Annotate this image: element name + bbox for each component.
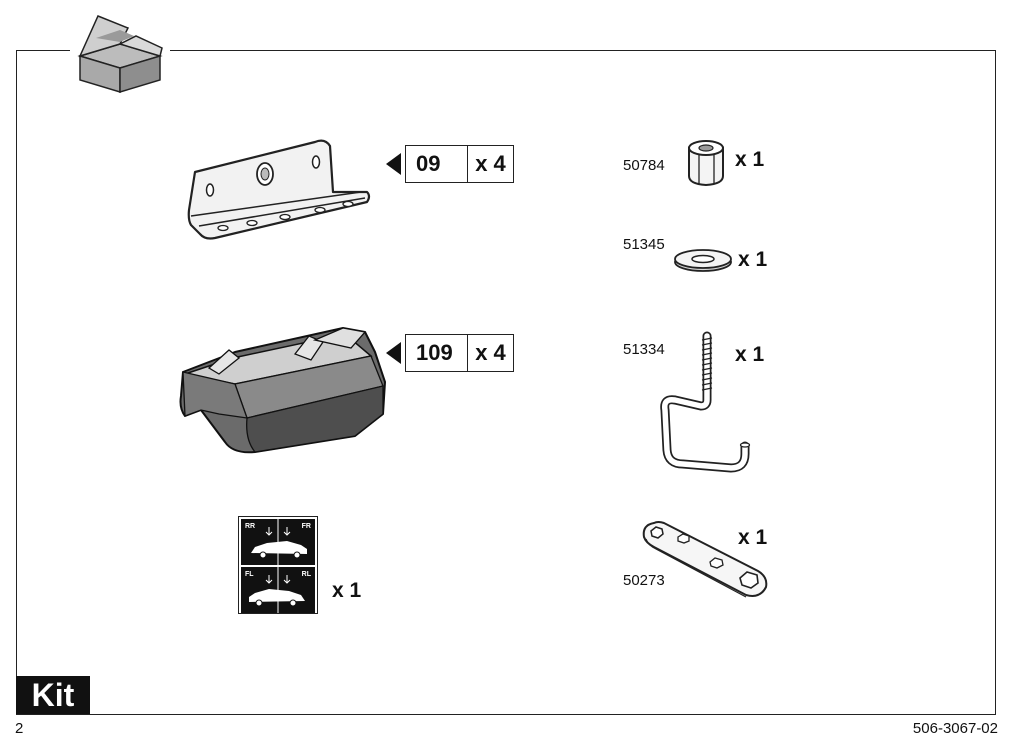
part-tag-09: 09 x 4 bbox=[386, 145, 514, 183]
part-quantity-50273: x 1 bbox=[738, 526, 768, 549]
part-quantity-51334: x 1 bbox=[735, 343, 765, 366]
part-number-50273: 50273 bbox=[623, 572, 665, 589]
part-quantity: x 4 bbox=[475, 340, 506, 365]
nut-illustration bbox=[688, 140, 724, 187]
part-tag-109: 109 x 4 bbox=[386, 334, 514, 372]
section-label-kit: Kit bbox=[16, 676, 90, 714]
sticker-label-rl: RL bbox=[301, 571, 311, 578]
washer-illustration bbox=[674, 249, 732, 272]
foot-illustration bbox=[179, 327, 386, 454]
sticker-rear-front: RR FR bbox=[241, 519, 315, 565]
sticker-label-fr: FR bbox=[301, 523, 311, 530]
sticker-label-fl: FL bbox=[245, 571, 254, 578]
sticker-front-rear: FL RL bbox=[241, 567, 315, 613]
j-hook-bolt-illustration bbox=[660, 331, 751, 473]
page-number: 2 bbox=[15, 720, 24, 737]
car-icon bbox=[249, 567, 305, 613]
part-code: 09 bbox=[406, 146, 468, 182]
part-quantity-51345: x 1 bbox=[738, 248, 768, 271]
car-icon bbox=[251, 519, 307, 565]
open-box-icon bbox=[70, 15, 170, 94]
page-frame bbox=[16, 50, 996, 715]
sticker-label-rr: RR bbox=[245, 523, 256, 530]
wrench-illustration bbox=[642, 521, 768, 598]
part-quantity: x 4 bbox=[475, 151, 506, 176]
pointer-arrow-icon bbox=[386, 153, 401, 175]
part-number-50784: 50784 bbox=[623, 157, 665, 174]
part-number-51345: 51345 bbox=[623, 236, 665, 253]
bracket-illustration bbox=[187, 139, 371, 240]
position-stickers: RR FR FL RL bbox=[238, 516, 318, 614]
part-code: 109 bbox=[406, 335, 468, 371]
part-number-51334: 51334 bbox=[623, 341, 665, 358]
part-quantity-50784: x 1 bbox=[735, 148, 765, 171]
pointer-arrow-icon bbox=[386, 342, 401, 364]
document-number: 506-3067-02 bbox=[912, 720, 998, 737]
stickers-quantity: x 1 bbox=[332, 579, 362, 602]
